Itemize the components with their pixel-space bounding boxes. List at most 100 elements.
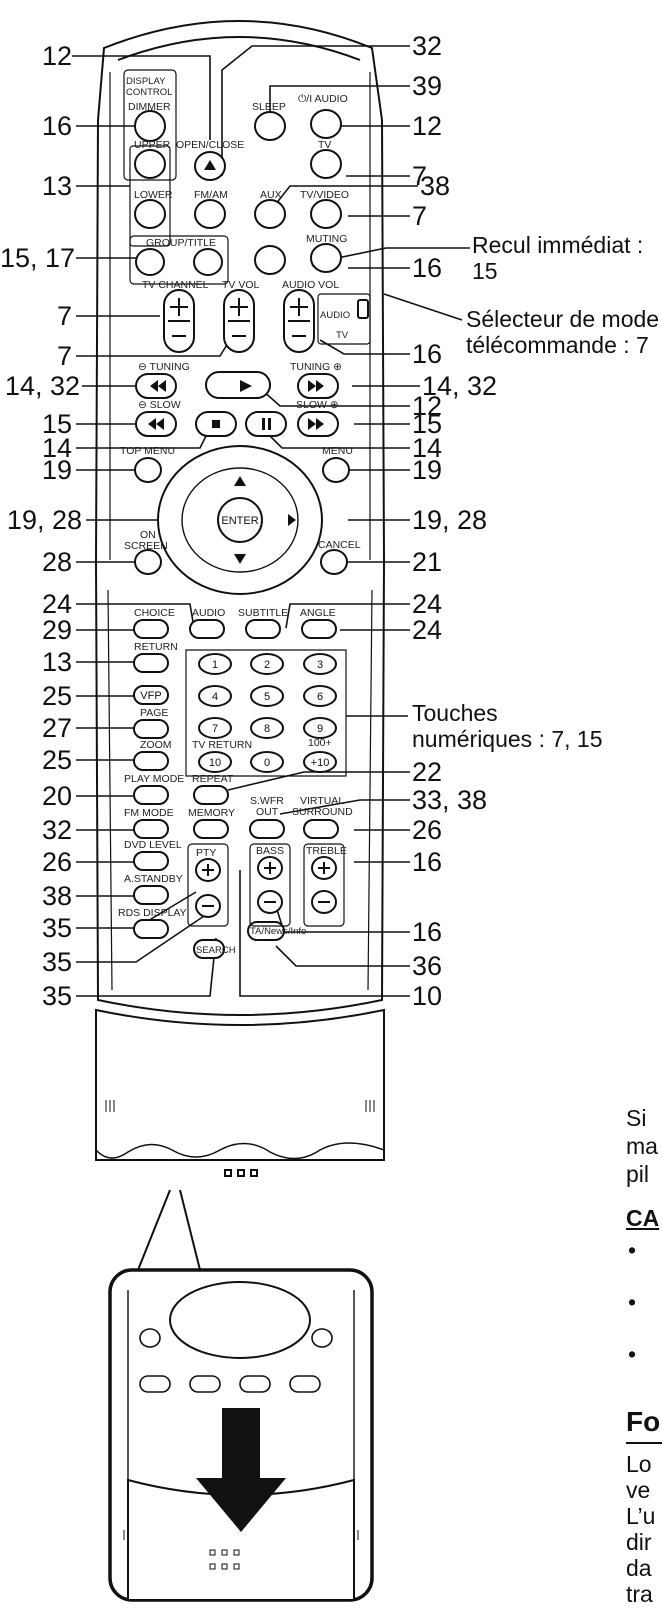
sleep-button[interactable] (254, 111, 286, 141)
swfr-out-button[interactable] (249, 819, 285, 839)
lower-button[interactable] (134, 199, 166, 229)
memory-button[interactable] (193, 819, 229, 839)
side-text: ve (626, 1477, 651, 1503)
audio-power-button[interactable] (310, 109, 342, 139)
menu-label: MENU (322, 445, 353, 457)
a-standby-button[interactable] (133, 885, 169, 905)
audio-button[interactable] (189, 619, 225, 639)
aux-button[interactable] (254, 199, 286, 229)
slow-minus-label: ⊖ SLOW (138, 399, 181, 411)
digit-5-button[interactable] (250, 685, 284, 707)
plus-minus-glyphs (170, 298, 330, 907)
upper-button[interactable] (134, 149, 166, 179)
tv-power-button[interactable] (310, 149, 342, 179)
callout-right: 19 (412, 455, 443, 485)
repeat-button[interactable] (193, 785, 229, 805)
slide-down-arrow (196, 1408, 286, 1532)
on-screen-label-2: SCREEN (124, 540, 168, 552)
on-screen-button[interactable] (134, 549, 162, 575)
tv-return-label: TV RETURN (192, 739, 252, 751)
lower-label: LOWER (134, 189, 173, 201)
callout-left: 24 (41, 589, 72, 619)
callout-left: 20 (41, 781, 72, 811)
dimmer-button[interactable] (134, 110, 166, 142)
tv-video-button[interactable] (310, 199, 342, 229)
tuning-minus-label: ⊖ TUNING (138, 361, 190, 373)
group-prev-button[interactable] (135, 248, 165, 276)
fm-mode-button[interactable] (133, 819, 169, 839)
callout-right: 12 (412, 111, 443, 141)
side-heading: CA (626, 1205, 660, 1231)
callout-right: 14 (412, 433, 443, 463)
group-next-button[interactable] (193, 248, 223, 276)
rds-display-button[interactable] (133, 919, 169, 939)
touches-note-line1: Touches (412, 700, 498, 726)
vfp-button[interactable] (133, 685, 169, 705)
remote-labels: DISPLAY CONTROL DIMMER OPEN/CLOSE UPPER … (118, 76, 361, 956)
callout-left: 12 (41, 41, 72, 71)
play-mode-button[interactable] (133, 785, 169, 805)
menu-button[interactable] (322, 457, 350, 483)
digit-4-button[interactable] (198, 685, 232, 707)
mode-audio-label: AUDIO (320, 310, 350, 321)
callout-left: 15 (41, 409, 72, 439)
ten-key-button[interactable] (198, 751, 232, 773)
mode-selector-switch[interactable] (357, 299, 369, 319)
digit-9-button[interactable] (303, 717, 337, 739)
digit-3-label: 3 (317, 659, 323, 671)
plus10-key-button[interactable] (303, 751, 337, 773)
digit-1-button[interactable] (198, 653, 232, 675)
enter-button[interactable] (217, 497, 263, 543)
dvd-level-button[interactable] (133, 851, 169, 871)
play-button[interactable] (205, 371, 271, 399)
top-menu-button[interactable] (134, 457, 162, 483)
callout-right: 24 (412, 589, 443, 619)
callout-right: 15 (412, 409, 443, 439)
digit-7-button[interactable] (198, 717, 232, 739)
callout-left: 28 (41, 547, 72, 577)
search-label: SEARCH (196, 945, 236, 956)
return-button[interactable] (133, 653, 169, 673)
inset-closeup (108, 1189, 374, 1602)
on-screen-label-1: ON (140, 529, 156, 541)
return-label: RETURN (134, 641, 178, 653)
subtitle-button[interactable] (245, 619, 281, 639)
angle-button[interactable] (301, 619, 337, 639)
digit-8-button[interactable] (250, 717, 284, 739)
callout-left: 19, 28 (6, 505, 82, 535)
side-text: tra (626, 1581, 653, 1607)
cancel-label: CANCEL (318, 539, 361, 551)
virtual-label-2: SURROUND (292, 806, 353, 818)
callout-left: 13 (41, 647, 72, 677)
virtual-surround-button[interactable] (303, 819, 339, 839)
callout-left: 35 (41, 913, 72, 943)
side-text: ma (626, 1133, 658, 1159)
search-button[interactable] (193, 939, 225, 959)
digit-6-label: 6 (317, 691, 323, 703)
instant-replay-button[interactable] (254, 245, 286, 275)
digit-3-button[interactable] (303, 653, 337, 675)
fm-am-button[interactable] (194, 199, 226, 229)
muting-button[interactable] (310, 243, 342, 273)
choice-button[interactable] (133, 619, 169, 639)
virtual-label-1: VIRTUAL (300, 795, 344, 807)
pause-button[interactable] (245, 411, 287, 437)
button-glyphs (148, 160, 324, 564)
fm-am-label: FM/AM (194, 189, 228, 201)
zero-key-button[interactable] (250, 751, 284, 773)
digit-6-button[interactable] (303, 685, 337, 707)
recul-note-line1: Recul immédiat : (472, 232, 644, 258)
choice-label: CHOICE (134, 607, 175, 619)
callout-right: 7 (412, 201, 428, 231)
upper-label: UPPER (134, 139, 171, 151)
zoom-button[interactable] (133, 751, 169, 771)
callout-right: 36 (412, 951, 443, 981)
callout-right: 16 (412, 253, 443, 283)
ta-news-label: TA/News/Info (250, 926, 306, 937)
page-button[interactable] (133, 719, 169, 739)
callout-lines (72, 45, 470, 997)
digit-2-button[interactable] (250, 653, 284, 675)
aux-label: AUX (260, 189, 282, 201)
cancel-button[interactable] (320, 549, 348, 575)
